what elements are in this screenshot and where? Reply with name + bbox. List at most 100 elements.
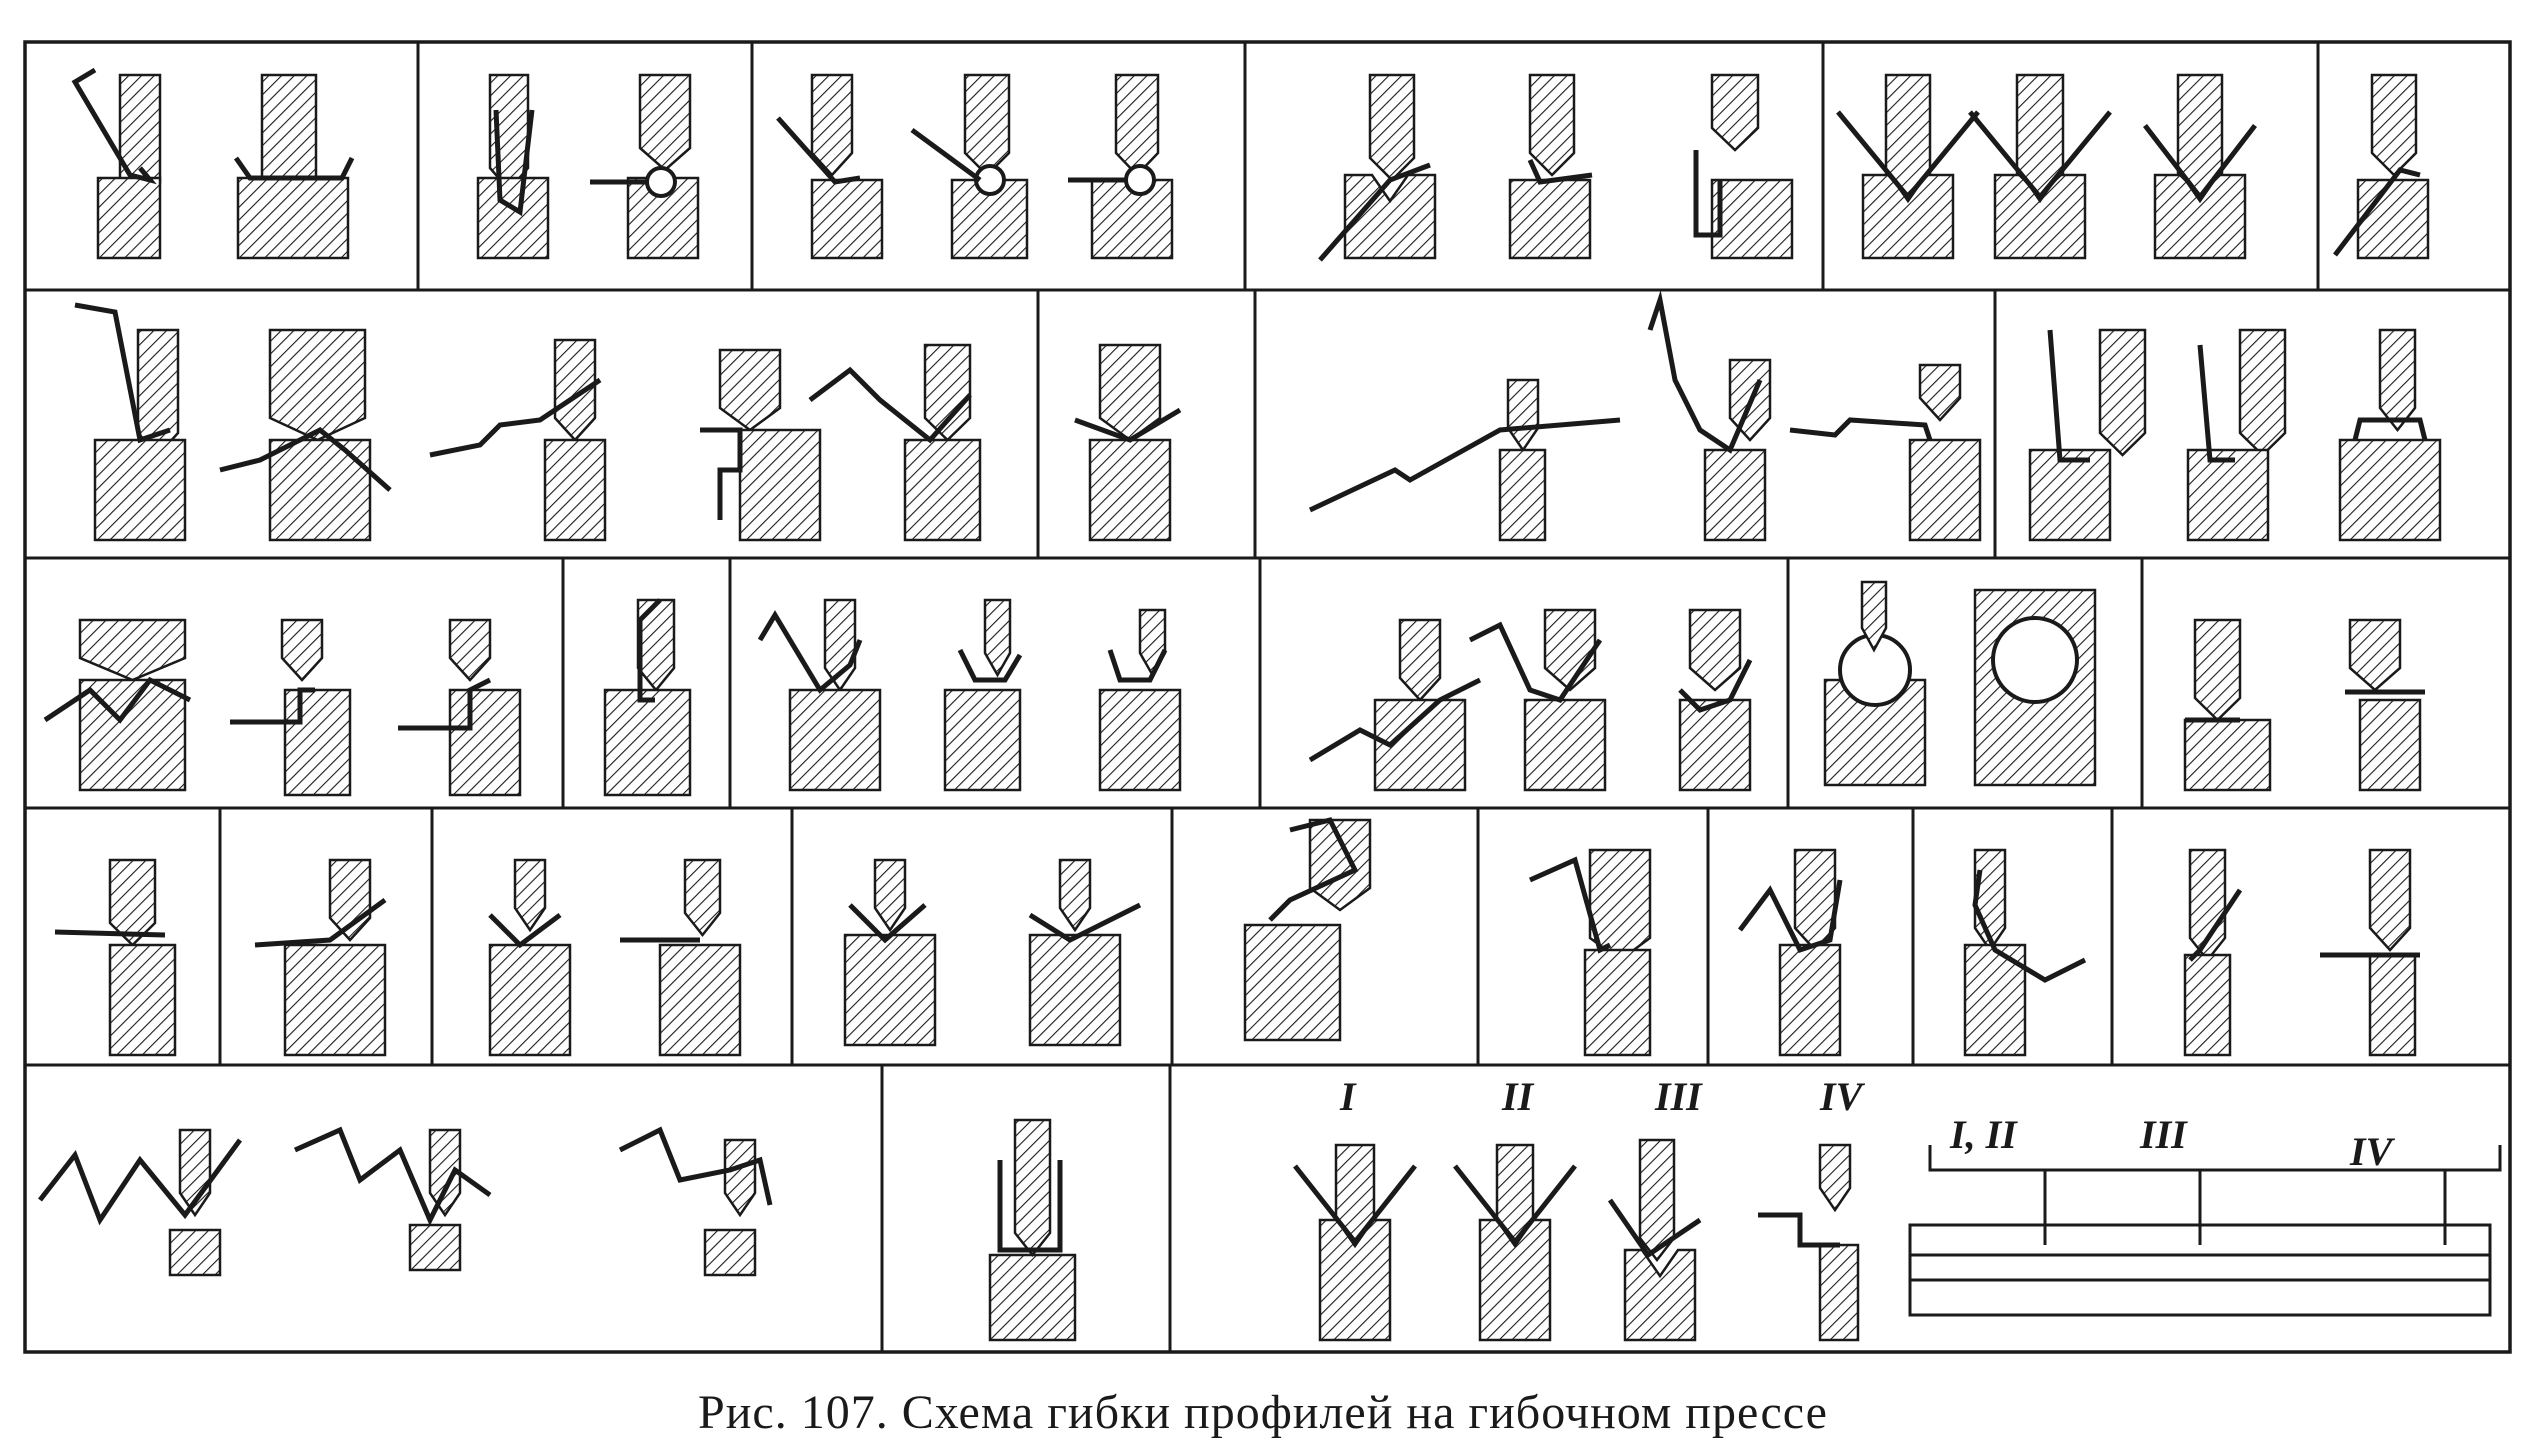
z-workpiece <box>1758 1212 1840 1248</box>
punch <box>1818 1143 1852 1213</box>
v-die <box>1623 1248 1697 1342</box>
round-profile <box>1991 616 2079 704</box>
stage-labels: I II III IV <box>1339 1074 1866 1119</box>
punch <box>1398 618 1442 702</box>
zigzag-workpiece <box>618 1126 773 1206</box>
punch <box>2188 848 2227 963</box>
v-workpiece <box>1968 110 2112 201</box>
round-profile <box>645 166 677 198</box>
die-block <box>488 943 572 1057</box>
v-workpiece <box>1607 1198 1702 1259</box>
channel-workpiece <box>957 648 1023 683</box>
punch <box>1528 73 1576 177</box>
punch <box>718 348 782 432</box>
round-profile <box>1124 164 1156 196</box>
die-block <box>788 688 882 792</box>
channel-workpiece <box>233 156 355 181</box>
z-workpiece <box>700 427 743 520</box>
round-profile <box>974 164 1006 196</box>
angle-workpiece <box>254 897 387 948</box>
die-block <box>2358 698 2422 792</box>
punch <box>513 858 547 933</box>
die-block <box>1098 688 1182 792</box>
hook-workpiece <box>71 67 157 185</box>
die-block <box>96 176 162 260</box>
die-block <box>268 438 372 542</box>
small-die <box>408 1223 462 1272</box>
zigzag-workpiece <box>38 1138 243 1226</box>
zigzag-workpiece <box>808 366 972 444</box>
punch <box>2378 328 2417 433</box>
die-block <box>2028 448 2112 542</box>
bent-workpiece <box>776 116 861 185</box>
v-workpiece <box>1836 110 1980 201</box>
punch <box>1308 818 1372 912</box>
punch <box>1368 73 1416 182</box>
punch <box>2368 848 2412 952</box>
stage-label-2: II <box>1501 1074 1535 1119</box>
punch <box>2098 328 2147 457</box>
bent-workpiece <box>2047 329 2090 463</box>
punch <box>553 338 597 442</box>
zigzag-workpiece <box>293 1126 492 1226</box>
punch <box>1793 848 1837 952</box>
die-block <box>1778 943 1842 1057</box>
die-block <box>1088 438 1172 542</box>
die-block <box>1908 438 1982 542</box>
channel-workpiece <box>1678 658 1753 713</box>
punch <box>1114 73 1160 177</box>
v-workpiece <box>2143 123 2257 202</box>
small-die <box>703 1228 757 1277</box>
machine-label-3: III <box>2139 1112 2188 1157</box>
z-workpiece <box>230 687 315 725</box>
die-block <box>2183 953 2232 1057</box>
punch <box>1710 73 1760 152</box>
punch <box>268 328 367 442</box>
die-block <box>1523 698 1607 792</box>
channel-workpiece <box>997 1160 1063 1253</box>
punch <box>1688 608 1742 692</box>
bent-workpiece <box>2197 344 2235 463</box>
die-block <box>658 943 742 1057</box>
punch <box>638 73 692 172</box>
small-die <box>168 1228 222 1277</box>
box-workpiece <box>1972 869 2087 983</box>
die-block <box>903 438 982 542</box>
punch <box>2348 618 2402 692</box>
strip-workpiece <box>54 929 166 938</box>
u-workpiece <box>493 109 535 217</box>
die-block <box>738 428 822 542</box>
die-block <box>448 688 522 797</box>
die-block <box>2356 178 2430 260</box>
v-die <box>1343 173 1437 260</box>
die-block <box>1243 923 1342 1042</box>
punch <box>428 1128 462 1218</box>
angle-workpiece <box>2333 167 2421 257</box>
die-block <box>810 178 884 260</box>
zigzag-workpiece <box>1308 417 1621 513</box>
punch <box>78 618 187 682</box>
punch <box>983 598 1012 678</box>
punch <box>2238 328 2287 457</box>
punch <box>2370 73 2418 177</box>
machine-label-4: IV <box>2349 1129 2396 1174</box>
angle-workpiece <box>1318 162 1431 262</box>
z-workpiece <box>1268 817 1359 922</box>
v-workpiece <box>1293 1164 1417 1247</box>
die-block <box>1498 448 1547 542</box>
stage-label-3: III <box>1654 1074 1703 1119</box>
die-block <box>1508 178 1592 260</box>
die-block <box>283 943 387 1057</box>
die-block <box>476 176 550 260</box>
punch <box>810 73 854 177</box>
punch <box>1013 1118 1052 1258</box>
punch <box>1543 608 1597 692</box>
zigzag-workpiece <box>429 377 602 458</box>
channel-workpiece <box>2352 417 2428 441</box>
die-block <box>988 1253 1077 1342</box>
machine-label-1-2: I, II <box>1949 1112 2018 1157</box>
die-block <box>93 438 187 542</box>
v-workpiece <box>1074 407 1182 443</box>
angle-workpiece <box>757 610 863 694</box>
